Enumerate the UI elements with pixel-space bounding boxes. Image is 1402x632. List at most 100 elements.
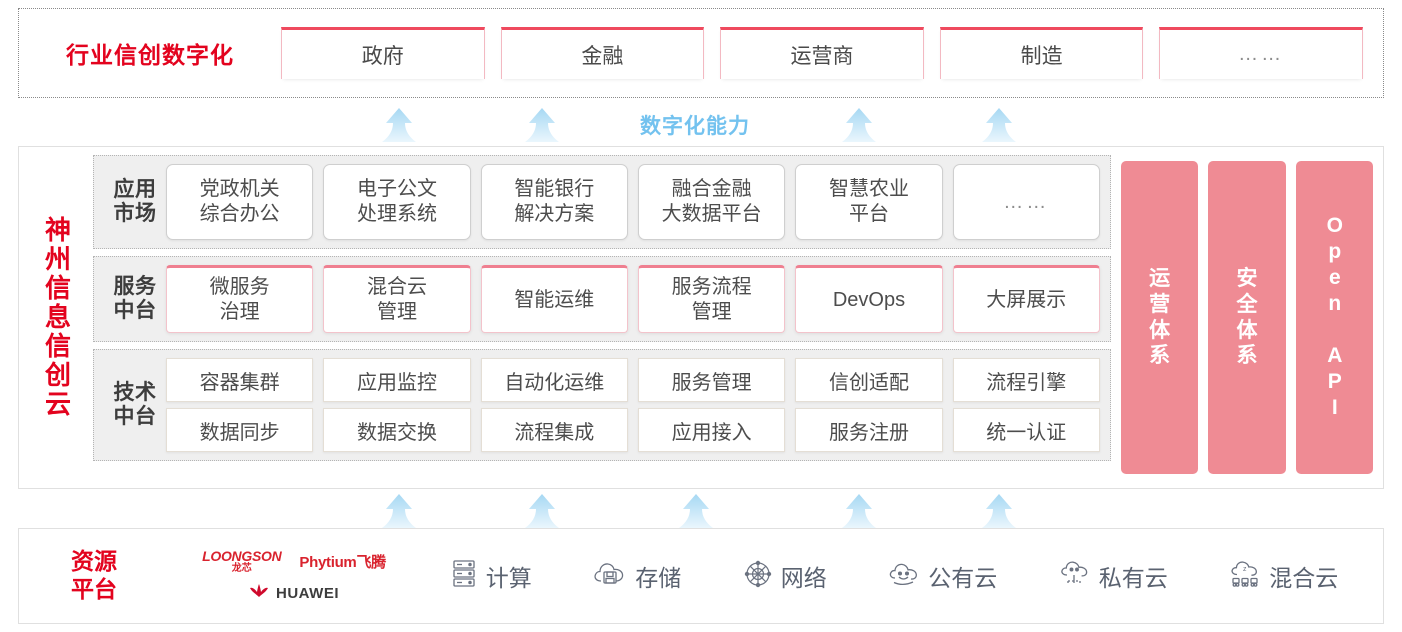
vendor-logo-group: LOONGSON 龙芯 Phytium飞腾 HUAWEI <box>169 549 419 603</box>
resource-item-network[interactable]: 网络 <box>743 559 827 594</box>
tech-platform-cells: 容器集群 应用监控 自动化运维 服务管理 信创适配 流程引擎 数据同步 数据交换… <box>166 358 1100 452</box>
industry-card-finance[interactable]: 金融 <box>500 27 705 79</box>
pillar-char: 体 <box>1236 318 1258 342</box>
resource-item-public-cloud[interactable]: 公有云 <box>888 559 997 593</box>
huawei-flower-icon <box>249 584 269 603</box>
pillar-open-api-label: Open API <box>1323 213 1347 422</box>
resource-item-label: 混合云 <box>1269 565 1339 591</box>
app-cell-smart-bank[interactable]: 智能银行解决方案 <box>480 164 628 240</box>
phytium-logo: Phytium飞腾 <box>299 554 386 571</box>
tech-cell-app-access[interactable]: 应用接入 <box>637 408 786 452</box>
tech-cell-app-monitoring[interactable]: 应用监控 <box>323 358 471 402</box>
svc-cell-service-process-mgmt[interactable]: 服务流程管理 <box>637 265 786 333</box>
resource-item-private-cloud[interactable]: 私有云 <box>1059 559 1168 593</box>
huawei-logo-text: HUAWEI <box>276 585 339 602</box>
app-market-cells: 党政机关综合办公 电子公文处理系统 智能银行解决方案 融合金融大数据平台 智慧农… <box>166 164 1100 240</box>
pillar-char: 系 <box>1236 344 1258 368</box>
up-arrow-icon <box>978 494 1020 528</box>
public-cloud-icon <box>888 561 920 592</box>
tech-cell-process-integration[interactable]: 流程集成 <box>480 408 628 452</box>
svc-cell-hybrid-cloud-mgmt[interactable]: 混合云管理 <box>323 265 471 333</box>
resource-item-label: 计算 <box>485 565 532 591</box>
cloud-panel: 神 州 信 息 信 创 云 应用 市场 党政机关综合办公 电子公文处理系统 <box>18 146 1384 489</box>
app-cell-fin-bigdata[interactable]: 融合金融大数据平台 <box>637 164 786 240</box>
tech-cell-xinchuang-adapt[interactable]: 信创适配 <box>795 358 943 402</box>
svg-text:z: z <box>1243 566 1247 573</box>
pillar-security-system[interactable]: 安 全 体 系 <box>1208 161 1286 474</box>
app-cell-more[interactable]: …… <box>952 164 1100 240</box>
band-tech-platform: 技术 中台 容器集群 应用监控 自动化运维 服务管理 信创适配 流程引擎 <box>93 349 1111 461</box>
tech-cell-service-mgmt[interactable]: 服务管理 <box>637 358 786 402</box>
svc-cell-aiops[interactable]: 智能运维 <box>480 265 628 333</box>
pillar-char: 安 <box>1236 267 1258 291</box>
band-label-line: 应用 <box>113 177 157 201</box>
app-cell-smart-agri[interactable]: 智慧农业平台 <box>795 164 943 240</box>
cloud-title-char: 州 <box>44 243 71 274</box>
band-label-line: 市场 <box>113 202 157 225</box>
band-service-platform: 服务 中台 微服务治理 混合云管理 智能运维 服务流程管理 DevOps 大屏展… <box>93 256 1111 342</box>
resource-item-label: 存储 <box>635 565 682 591</box>
svc-cell-microservice-gov[interactable]: 微服务治理 <box>166 265 314 333</box>
cloud-storage-icon <box>593 560 627 593</box>
up-arrow-icon <box>838 108 880 142</box>
tech-row-2: 数据同步 数据交换 流程集成 应用接入 服务注册 统一认证 <box>166 408 1100 452</box>
tech-cell-data-exchange[interactable]: 数据交换 <box>323 408 471 452</box>
svc-cell-devops[interactable]: DevOps <box>795 265 943 333</box>
resource-item-label: 公有云 <box>928 565 998 591</box>
cloud-title-char: 云 <box>44 389 71 420</box>
pillar-operations-system[interactable]: 运 营 体 系 <box>1121 161 1199 474</box>
band-label-line: 服务 <box>113 274 157 298</box>
industry-band-title: 行业信创数字化 <box>66 42 234 68</box>
resource-item-storage[interactable]: 存储 <box>593 559 681 593</box>
pillar-char: 运 <box>1149 267 1171 291</box>
industry-card-telecom[interactable]: 运营商 <box>720 27 924 79</box>
tech-cell-container-cluster[interactable]: 容器集群 <box>166 358 314 402</box>
up-arrow-icon <box>521 494 563 528</box>
industry-card-government[interactable]: 政府 <box>281 27 485 79</box>
resource-title-line: 平台 <box>71 576 117 602</box>
server-rack-icon <box>450 559 478 594</box>
app-cell-gov-office[interactable]: 党政机关综合办公 <box>166 164 314 240</box>
industry-card-more[interactable]: …… <box>1159 27 1363 79</box>
pillar-char: 体 <box>1149 318 1171 342</box>
band-label-app-market: 应用 市场 <box>104 178 166 226</box>
up-arrow-icon <box>978 108 1020 142</box>
up-arrow-icon <box>838 494 880 528</box>
resource-item-label: 网络 <box>780 565 827 591</box>
pillar-operations-label: 运 营 体 系 <box>1149 266 1170 368</box>
tech-row-1: 容器集群 应用监控 自动化运维 服务管理 信创适配 流程引擎 <box>166 358 1100 402</box>
pillar-char: 全 <box>1236 292 1258 316</box>
tech-cell-unified-auth[interactable]: 统一认证 <box>952 408 1100 452</box>
capability-arrow-row-bottom <box>0 492 1402 528</box>
resource-item-hybrid-cloud[interactable]: z 混合云 <box>1229 559 1338 593</box>
tech-cell-data-sync[interactable]: 数据同步 <box>166 408 314 452</box>
band-label-line: 中台 <box>113 299 157 322</box>
loongson-logo: LOONGSON 龙芯 <box>202 548 282 574</box>
service-platform-cells: 微服务治理 混合云管理 智能运维 服务流程管理 DevOps 大屏展示 <box>166 265 1100 333</box>
resource-item-compute[interactable]: 计算 <box>450 559 532 594</box>
hybrid-cloud-icon: z <box>1229 560 1261 593</box>
tech-cell-process-engine[interactable]: 流程引擎 <box>952 358 1100 402</box>
cloud-panel-title: 神 州 信 息 信 创 云 <box>19 147 93 488</box>
tech-cell-automated-ops[interactable]: 自动化运维 <box>480 358 628 402</box>
app-cell-edoc-system[interactable]: 电子公文处理系统 <box>323 164 471 240</box>
band-label-line: 中台 <box>113 405 157 428</box>
tech-cell-service-registry[interactable]: 服务注册 <box>795 408 943 452</box>
up-arrow-icon <box>675 494 717 528</box>
capability-arrow-row-top: 数字化能力 <box>0 104 1402 142</box>
pillar-open-api[interactable]: Open API <box>1295 161 1373 474</box>
svc-cell-big-screen[interactable]: 大屏展示 <box>952 265 1100 333</box>
private-cloud-icon <box>1059 560 1091 593</box>
industry-card-manufacturing[interactable]: 制造 <box>939 27 1144 79</box>
loongson-logo-en: LOONGSON <box>202 548 282 564</box>
up-arrow-icon <box>378 494 420 528</box>
cloud-band-list: 应用 市场 党政机关综合办公 电子公文处理系统 智能银行解决方案 融合金融大数据… <box>93 155 1111 480</box>
cloud-title-char: 创 <box>44 360 71 391</box>
resource-platform-panel: 资源 平台 LOONGSON 龙芯 Phytium飞腾 HUAWEI <box>18 528 1384 624</box>
pillar-char: 营 <box>1149 292 1171 316</box>
industry-card-list: 政府 金融 运营商 制造 …… <box>281 27 1383 79</box>
pillar-list: 运 营 体 系 安 全 体 系 Open API <box>1111 155 1373 480</box>
cloud-title-char: 息 <box>44 301 71 332</box>
cloud-title-char: 信 <box>44 331 71 362</box>
